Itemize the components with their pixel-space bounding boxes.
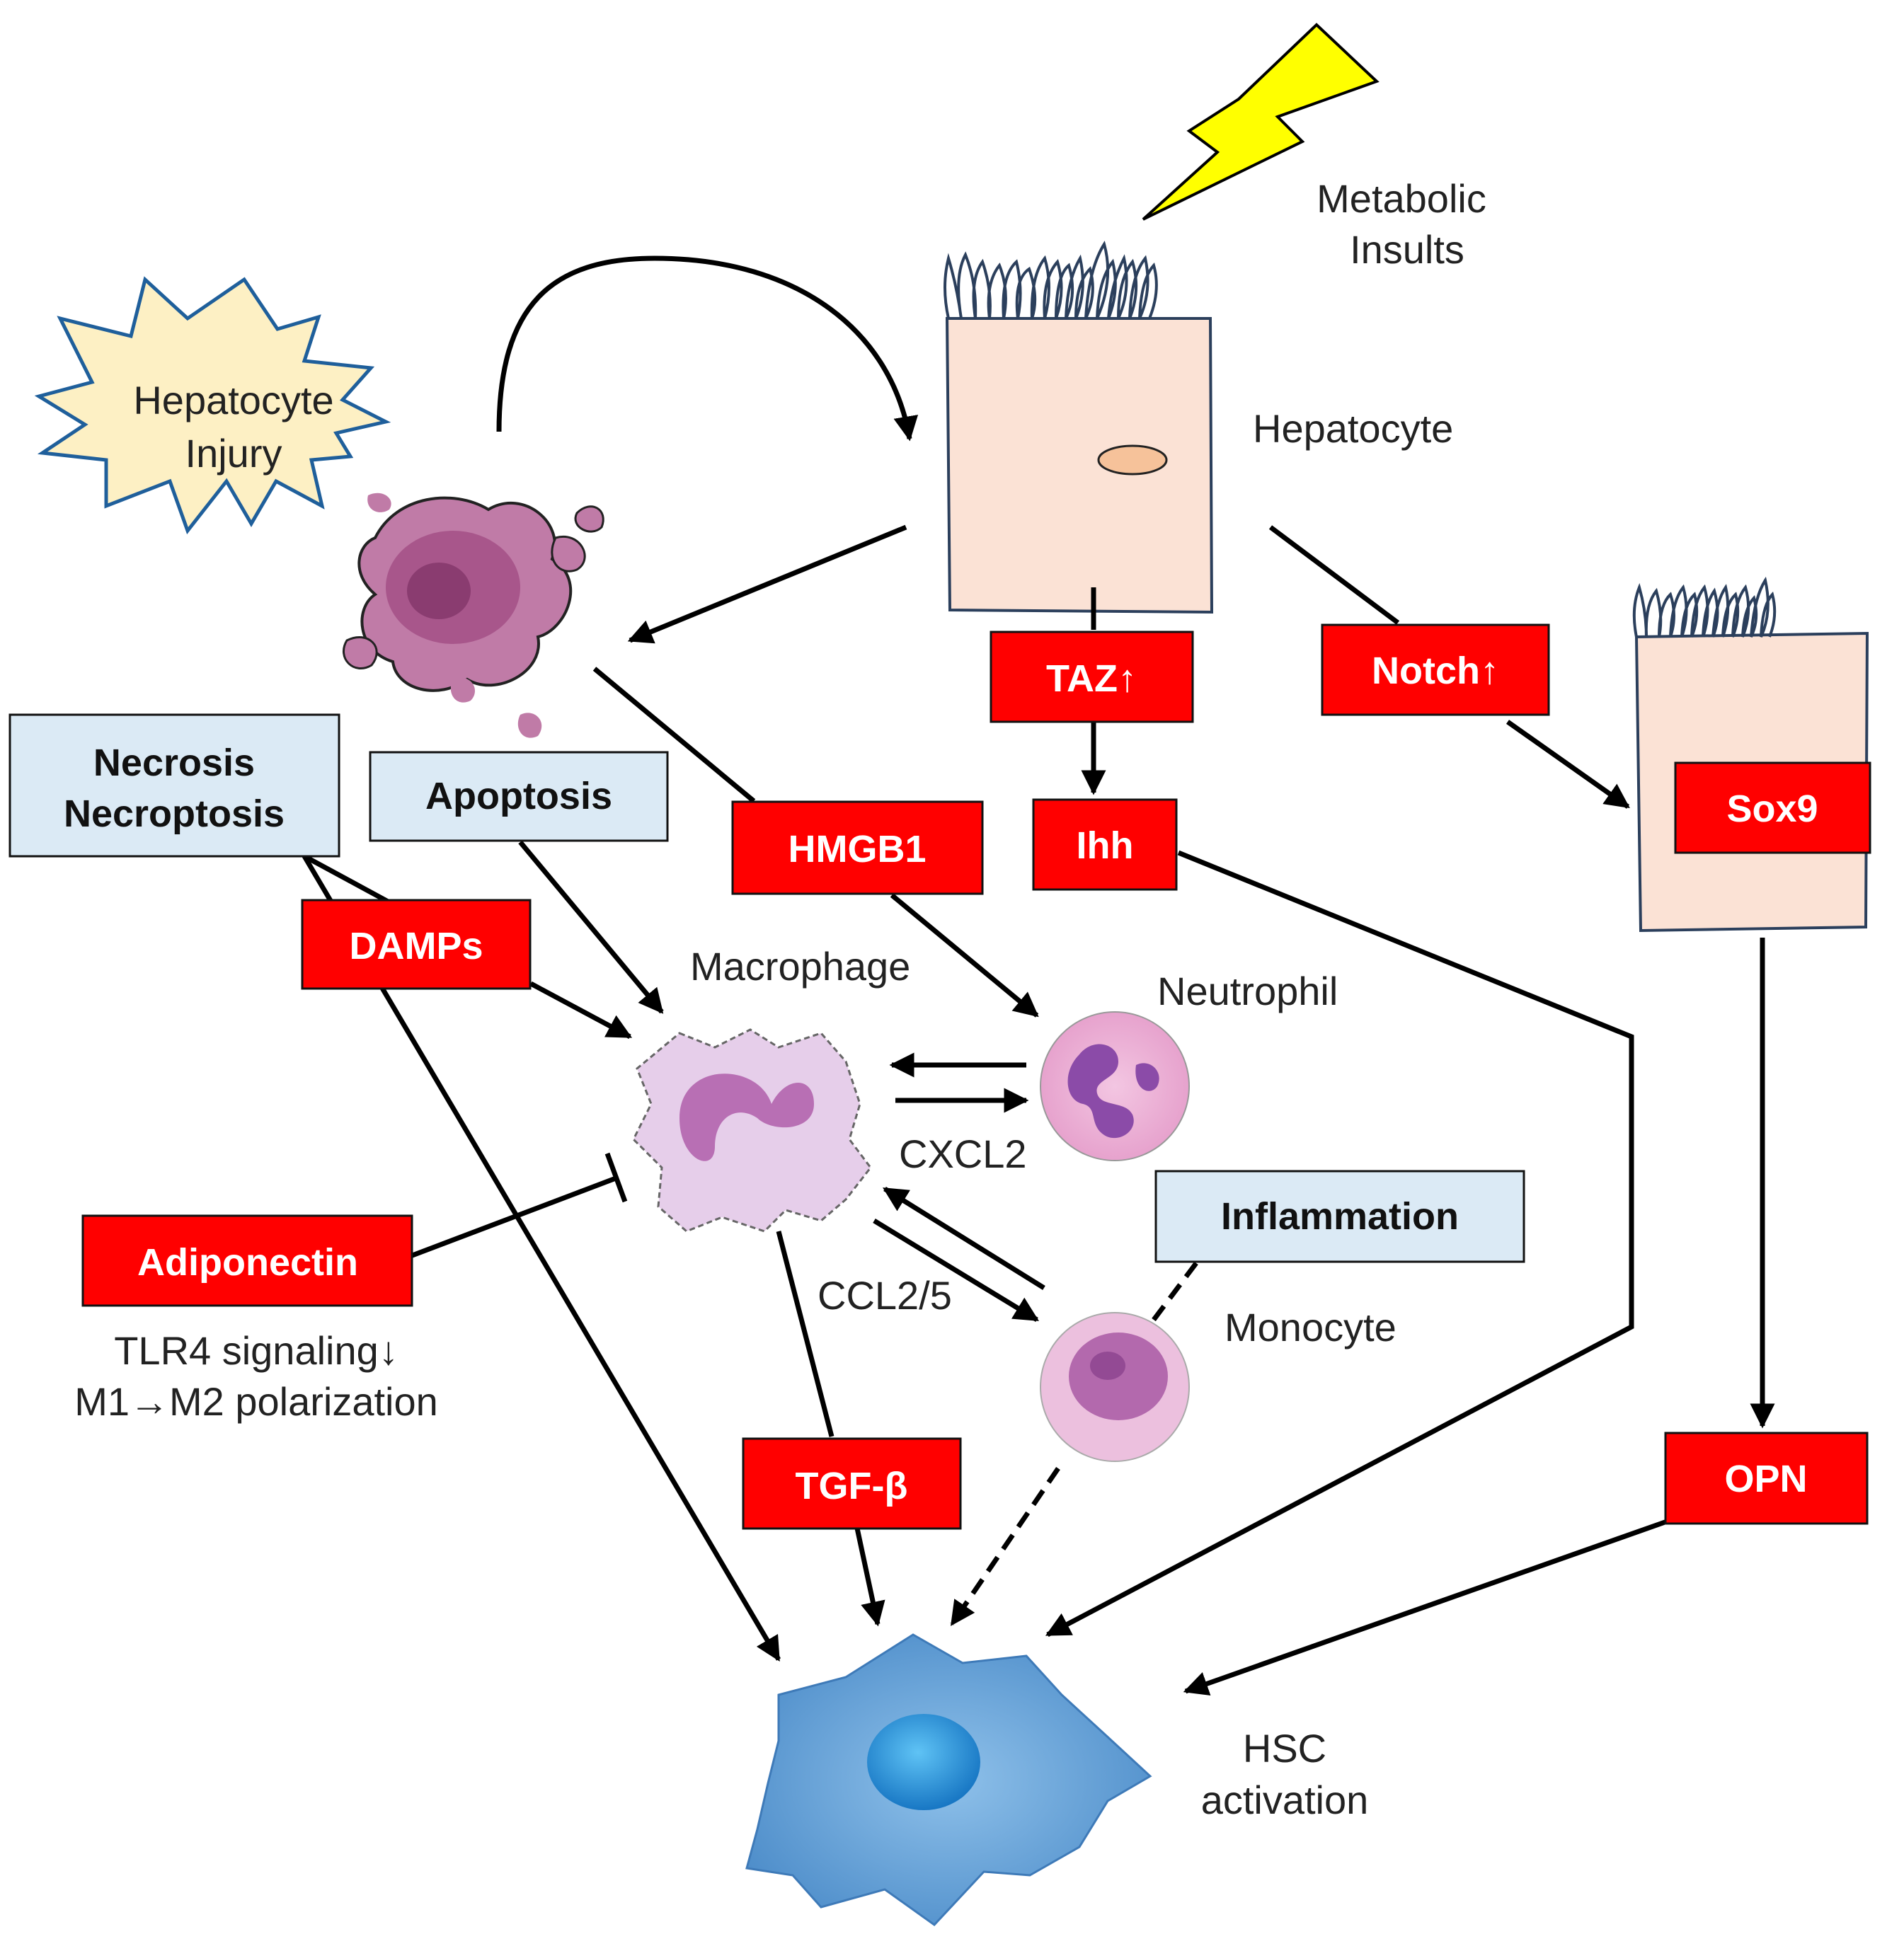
notch-label: Notch↑ xyxy=(1372,650,1499,692)
injury-label-1: Hepatocyte xyxy=(133,378,333,422)
damps-label: DAMPs xyxy=(349,925,483,967)
hepatocyte-label: Hepatocyte xyxy=(1253,406,1453,451)
injury-label-2: Injury xyxy=(185,431,282,476)
inflammation-label: Inflammation xyxy=(1221,1195,1459,1238)
tgfb-box xyxy=(742,1437,962,1530)
inhibit-bar xyxy=(604,1152,628,1203)
inflammation-box xyxy=(1154,1170,1525,1263)
line-hepatocyte-to-notch xyxy=(1268,525,1400,625)
hepatocyte-cell xyxy=(944,241,1214,614)
microvilli xyxy=(1632,576,1777,638)
line-macrophage-to-tgfb xyxy=(776,1231,835,1437)
monocyte-cell xyxy=(1040,1312,1190,1462)
microvilli xyxy=(944,241,1158,319)
m1m2-label: M1→M2 polarization xyxy=(74,1379,438,1424)
arrow-macrophage-to-monocyte xyxy=(873,1219,1039,1322)
sox9-box xyxy=(1674,761,1871,854)
macrophage-label: Macrophage xyxy=(690,944,910,989)
notch-box xyxy=(1321,623,1550,716)
arrow-necrosis-to-hsc xyxy=(302,855,781,1662)
monocyte-label: Monocyte xyxy=(1225,1305,1397,1349)
hmgb1-label: HMGB1 xyxy=(788,828,926,870)
adiponectin-box xyxy=(81,1214,413,1307)
line-debris-to-hmgb1 xyxy=(592,667,756,803)
injury-burst xyxy=(34,276,391,535)
tlr4-label: TLR4 signaling↓ xyxy=(114,1328,398,1373)
taz-label: TAZ↑ xyxy=(1046,657,1137,700)
arrow-apoptosis-to-macrophage xyxy=(518,840,664,1014)
cxcl2-label: CXCL2 xyxy=(899,1132,1027,1176)
taz-box xyxy=(990,631,1194,723)
arrow-injury-to-hepatocyte xyxy=(496,255,919,442)
macrophage-cell xyxy=(632,1028,872,1233)
arrow-hmgb1-to-neutrophil xyxy=(890,893,1039,1018)
arrow-damps-to-macrophage xyxy=(529,981,633,1040)
adiponectin-label: Adiponectin xyxy=(137,1241,358,1284)
hmgb1-box xyxy=(731,800,984,895)
sox9-cell xyxy=(1632,576,1869,933)
hsc-label-1: HSC xyxy=(1243,1726,1326,1771)
inhibit-adiponectin-to-macrophage xyxy=(409,1175,617,1259)
necroptosis-label: Necroptosis xyxy=(64,793,285,835)
arrow-notch-to-sox9 xyxy=(1506,720,1630,809)
arrow-tgfb-to-hsc xyxy=(854,1524,885,1627)
necrosis-label: Necrosis xyxy=(93,742,255,784)
damps-box xyxy=(301,899,532,990)
insults-label: Insults xyxy=(1350,227,1464,272)
apoptosis-label: Apoptosis xyxy=(425,775,612,817)
arrow-hepatocyte-to-debris xyxy=(627,524,907,644)
arrow-monocyte-to-macrophage xyxy=(883,1187,1045,1290)
neutrophil-cell xyxy=(1040,1011,1190,1161)
arrow-opn-to-hsc xyxy=(1183,1519,1668,1696)
neutrophil-label: Neutrophil xyxy=(1157,969,1338,1013)
necrosis-necroptosis-box xyxy=(8,713,340,858)
opn-box xyxy=(1664,1432,1869,1525)
apoptosis-box xyxy=(369,751,669,842)
metabolic-label: Metabolic xyxy=(1317,176,1486,221)
hsc-label-2: activation xyxy=(1201,1778,1369,1822)
dashed-arrow-monocyte-to-hsc xyxy=(950,1467,1060,1626)
tgfb-label: TGF-β xyxy=(796,1465,908,1507)
opn-label: OPN xyxy=(1724,1458,1807,1500)
injured-hepatocyte-debris xyxy=(342,493,604,738)
lightning-bolt-icon xyxy=(1142,23,1380,221)
hepatic-stellate-cell xyxy=(745,1633,1152,1926)
line-necrosis-to-damps xyxy=(303,853,391,905)
sox9-label: Sox9 xyxy=(1726,788,1818,830)
ccl25-label: CCL2/5 xyxy=(818,1273,952,1318)
arrow-ihh-to-hsc xyxy=(1045,850,1634,1637)
ihh-box xyxy=(1032,798,1178,891)
dashed-inflammation-to-monocyte xyxy=(1152,1261,1198,1322)
ihh-label: Ihh xyxy=(1077,824,1134,867)
